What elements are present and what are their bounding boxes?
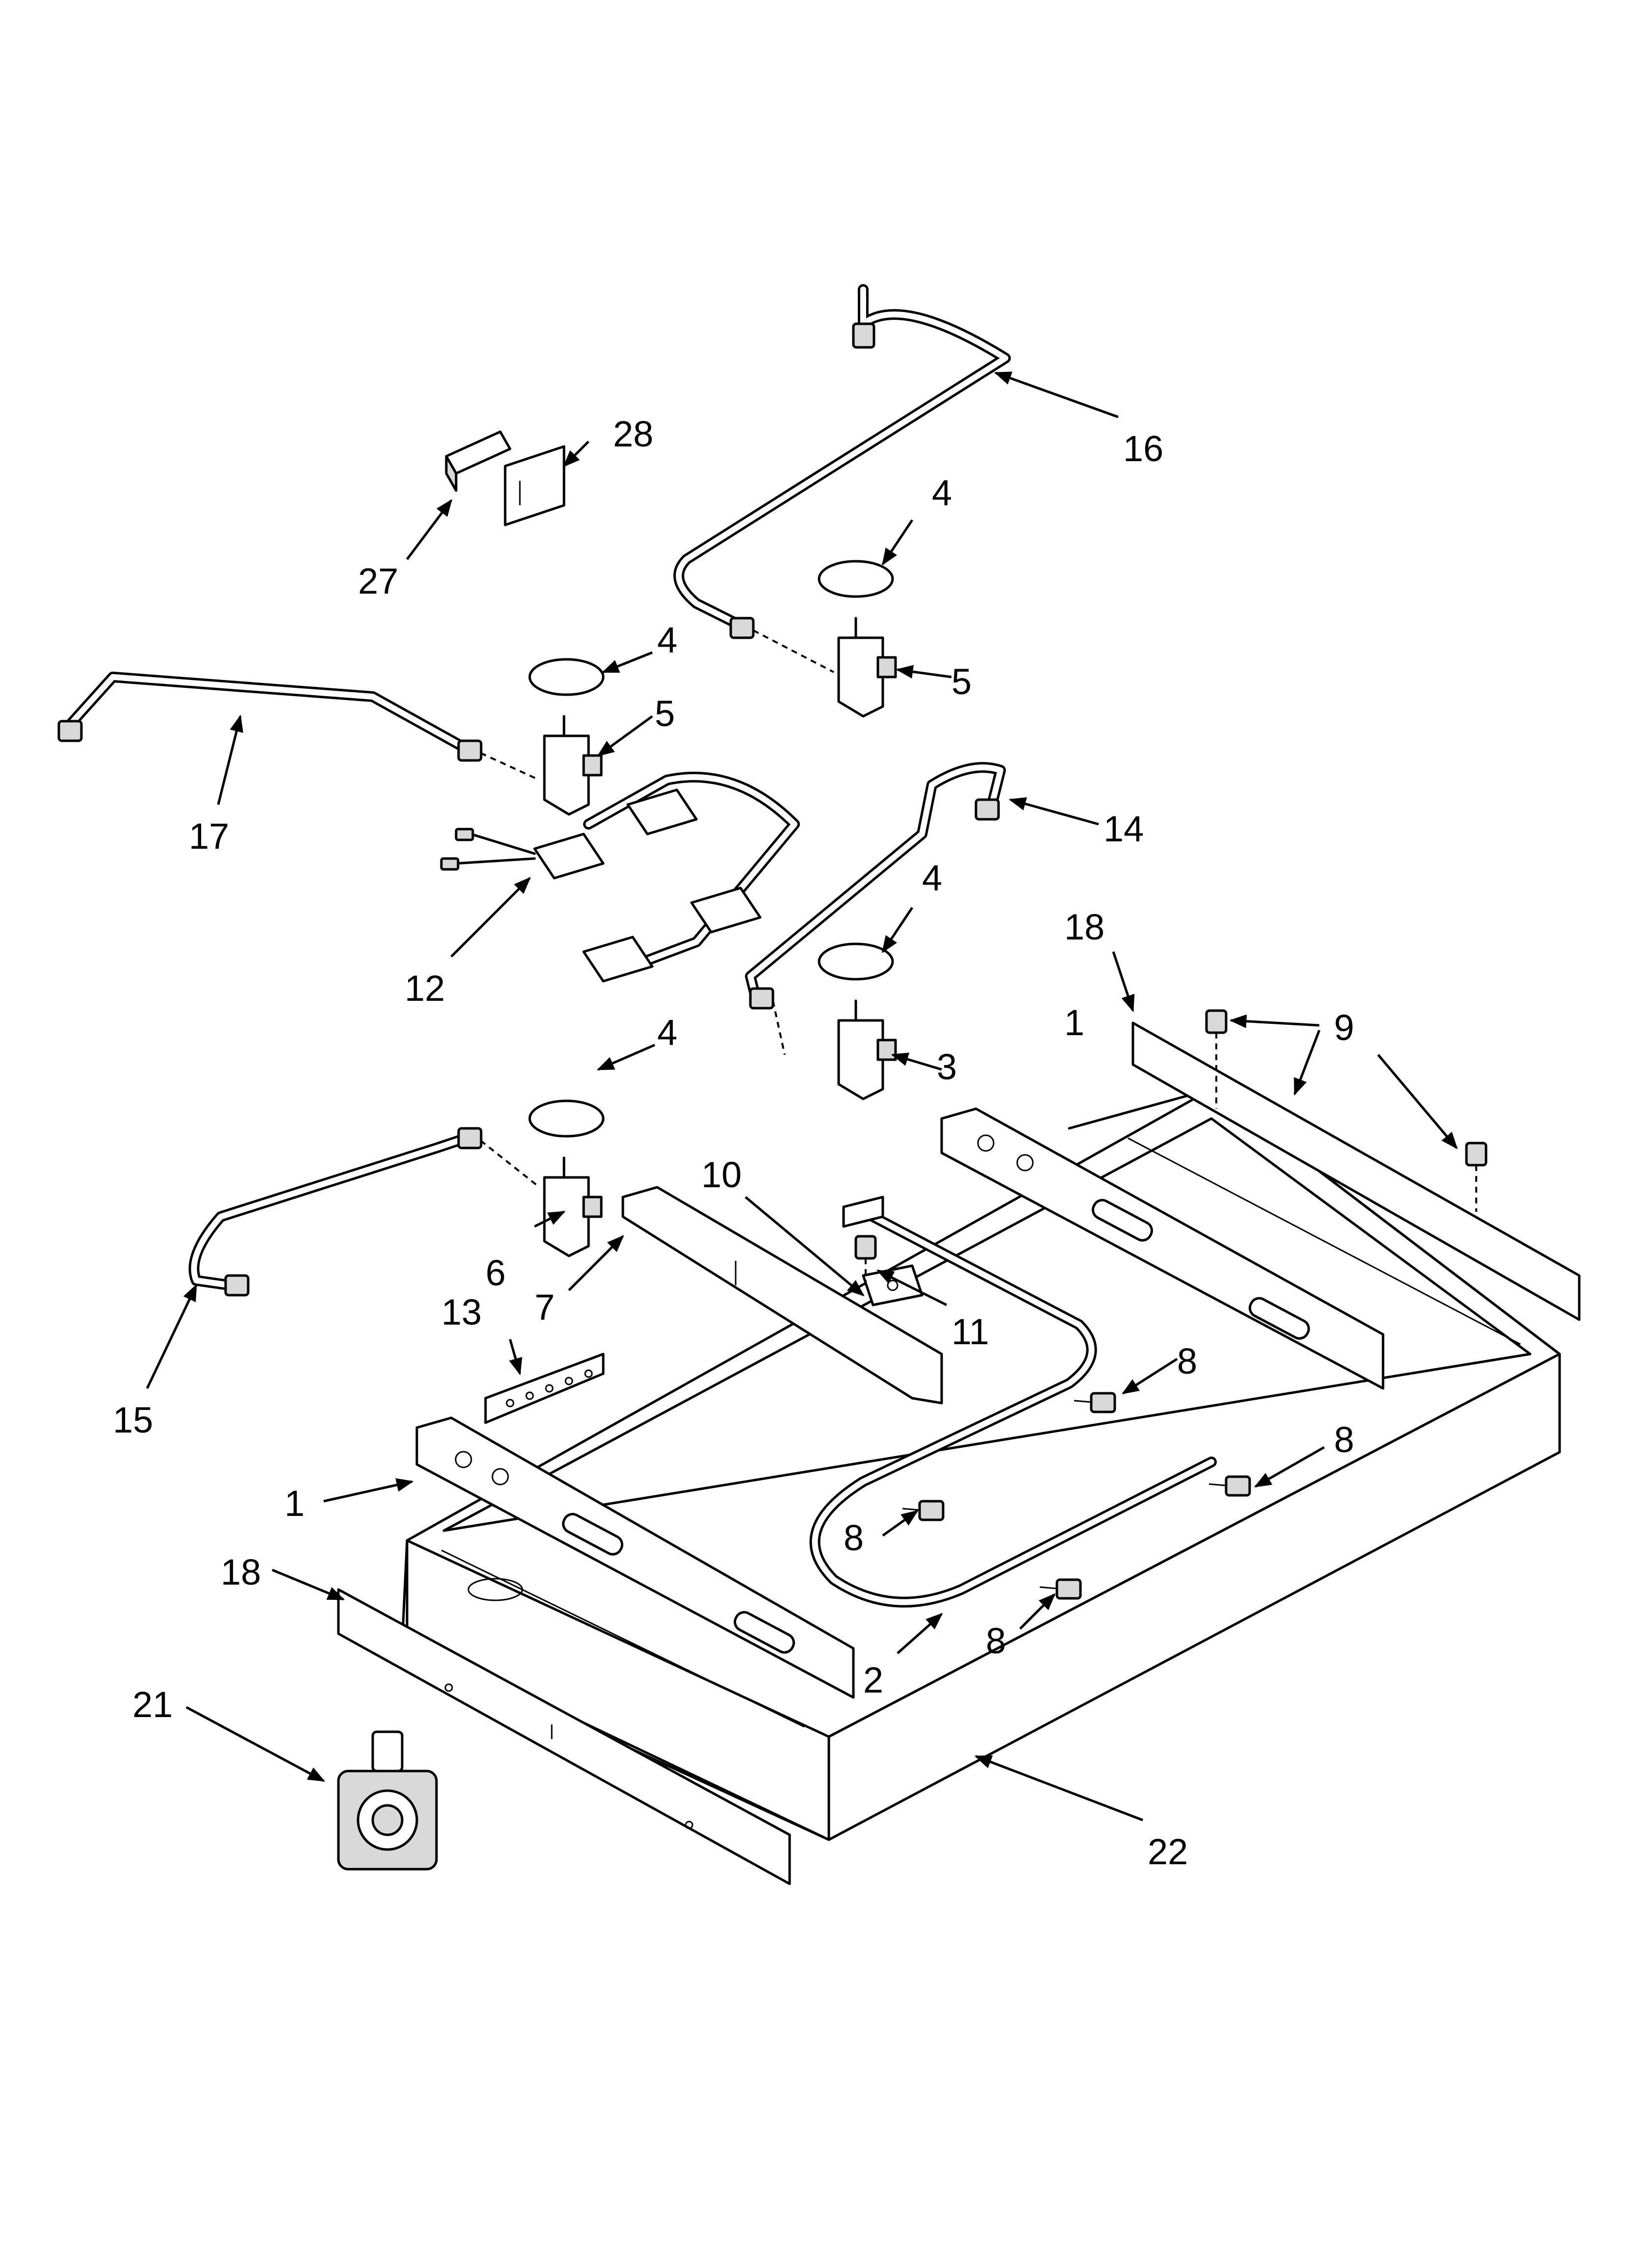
callout-5-left: 5 bbox=[655, 693, 675, 734]
screw-8a bbox=[1074, 1392, 1116, 1413]
gas-tube-14 bbox=[745, 762, 1006, 1055]
callout-8-a: 8 bbox=[1177, 1341, 1197, 1382]
screw-9b bbox=[1465, 1142, 1488, 1212]
gas-manifold bbox=[809, 1196, 1217, 1608]
module-bracket bbox=[504, 445, 565, 526]
igniter-harness bbox=[440, 772, 800, 983]
callout-27: 27 bbox=[358, 561, 398, 601]
callout-8-d: 8 bbox=[986, 1620, 1006, 1661]
callout-18-top: 18 bbox=[1064, 907, 1104, 947]
screw-8b bbox=[1208, 1475, 1251, 1497]
callout-12: 12 bbox=[405, 968, 445, 1009]
callout-2: 2 bbox=[863, 1660, 883, 1700]
front-panel bbox=[337, 1588, 791, 1885]
burner-support-right bbox=[940, 1107, 1385, 1390]
callout-4-mid: 4 bbox=[657, 620, 677, 660]
rear-panel bbox=[1131, 1021, 1581, 1321]
terminal-block bbox=[484, 1353, 605, 1424]
screw-8c bbox=[902, 1500, 945, 1521]
washer-low bbox=[528, 1099, 605, 1138]
valve-5-right bbox=[837, 617, 897, 718]
callout-1-right: 1 bbox=[1064, 1002, 1084, 1043]
valve-3 bbox=[837, 999, 897, 1100]
pressure-regulator bbox=[337, 1730, 438, 1871]
callout-4-right: 4 bbox=[922, 858, 942, 898]
callout-17: 17 bbox=[189, 816, 229, 857]
callout-28: 28 bbox=[613, 414, 653, 454]
callout-7: 7 bbox=[535, 1287, 555, 1328]
callout-5-right: 5 bbox=[951, 661, 972, 702]
callout-8-b: 8 bbox=[1334, 1419, 1354, 1460]
callout-1-left: 1 bbox=[284, 1483, 305, 1524]
screw-9a bbox=[1205, 1009, 1228, 1109]
washer-mid bbox=[528, 658, 605, 696]
callout-22: 22 bbox=[1148, 1831, 1188, 1872]
manifold-bracket bbox=[621, 1186, 943, 1405]
callout-8-c: 8 bbox=[844, 1517, 864, 1558]
spark-module bbox=[445, 430, 512, 492]
valve-6 bbox=[543, 1156, 603, 1257]
gas-tube-16 bbox=[673, 284, 1011, 673]
callout-3: 3 bbox=[937, 1046, 957, 1087]
callout-10: 10 bbox=[701, 1154, 742, 1195]
callout-21: 21 bbox=[132, 1684, 173, 1725]
callout-4-top: 4 bbox=[932, 472, 952, 513]
callout-6: 6 bbox=[486, 1252, 506, 1293]
burner-support-left bbox=[415, 1416, 855, 1699]
callout-14: 14 bbox=[1103, 808, 1144, 849]
callout-9: 9 bbox=[1334, 1007, 1354, 1048]
callout-16: 16 bbox=[1123, 428, 1163, 469]
screw-11 bbox=[854, 1235, 877, 1285]
gas-tube-17 bbox=[57, 672, 540, 781]
callout-18-bottom: 18 bbox=[221, 1552, 261, 1592]
valve-5-left bbox=[543, 715, 603, 816]
washer-right bbox=[818, 942, 894, 981]
gas-tube-15 bbox=[188, 1127, 540, 1297]
callout-15: 15 bbox=[113, 1400, 153, 1440]
washer-top bbox=[818, 560, 894, 598]
screw-8d bbox=[1039, 1578, 1082, 1600]
callout-13: 13 bbox=[441, 1292, 482, 1332]
callout-4-low: 4 bbox=[657, 1012, 677, 1053]
callout-11: 11 bbox=[951, 1311, 989, 1352]
